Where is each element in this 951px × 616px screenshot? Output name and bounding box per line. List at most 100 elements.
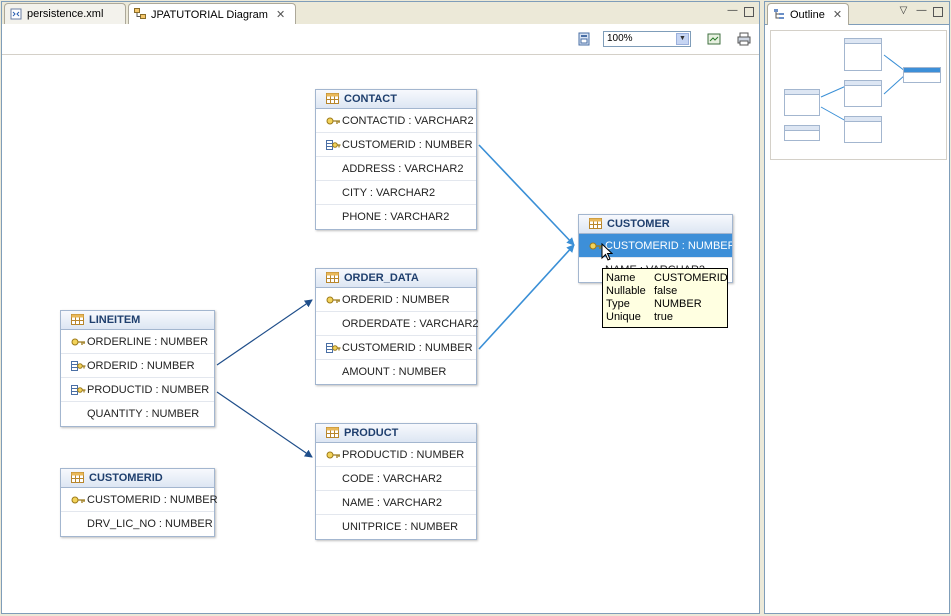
view-menu-icon[interactable]: ▽ <box>899 5 908 16</box>
thumbnail-entity <box>844 116 882 143</box>
close-tab-icon[interactable]: ✕ <box>832 9 843 21</box>
link-orderdata-customer[interactable] <box>478 244 575 350</box>
outline-tab-bar: Outline ✕ ▽ — <box>765 2 949 25</box>
entity-field[interactable]: CONTACTID : VARCHAR2 <box>316 109 476 133</box>
link-lineitem-orderdata[interactable] <box>216 299 313 366</box>
editor-tab-bar: persistence.xml JPATUTORIAL Diagram ✕ — <box>2 2 759 25</box>
thumbnail-entity <box>844 38 882 71</box>
entity-header: CUSTOMERID <box>61 469 214 488</box>
entity-field[interactable]: CUSTOMERID : NUMBER <box>316 336 476 360</box>
entity-field[interactable]: PRODUCTID : NUMBER <box>316 443 476 467</box>
tooltip-value: true <box>654 311 673 323</box>
entity-lineitem[interactable]: LINEITEM ORDERLINE : NUMBER ORDERID : NUM… <box>60 310 215 427</box>
entity-name: CUSTOMER <box>607 218 670 230</box>
tooltip-key: Name <box>606 272 636 284</box>
tooltip-key: Unique <box>606 311 641 323</box>
entity-order-data[interactable]: ORDER_DATA ORDERID : NUMBER ORDERDATE : V… <box>315 268 479 385</box>
tooltip-key: Type <box>606 298 630 310</box>
zoom-select[interactable]: 100% ▼ <box>603 31 691 47</box>
zoom-value: 100% <box>607 33 633 44</box>
save-diagram-icon[interactable] <box>577 32 591 46</box>
tooltip-row: Type NUMBER <box>606 298 727 311</box>
key-icon <box>326 117 340 125</box>
entity-header: LINEITEM <box>61 311 214 330</box>
field-label: ORDERID : NUMBER <box>342 294 450 306</box>
tab-jpatutorial-diagram[interactable]: JPATUTORIAL Diagram ✕ <box>128 3 296 25</box>
outline-icon <box>774 9 784 19</box>
tab-outline[interactable]: Outline ✕ <box>767 3 849 25</box>
chevron-down-icon[interactable]: ▼ <box>676 33 689 45</box>
table-icon <box>589 218 602 229</box>
entity-field[interactable]: UNITPRICE : NUMBER <box>316 515 476 539</box>
entity-field[interactable]: NAME : VARCHAR2 <box>316 491 476 515</box>
tooltip-row: Unique true <box>606 311 727 324</box>
entity-field[interactable]: CUSTOMERID : NUMBER <box>579 234 732 258</box>
thumbnail-entity <box>784 125 820 141</box>
entity-header: ORDER_DATA <box>316 269 476 288</box>
minimize-icon[interactable]: — <box>727 5 738 16</box>
entity-field[interactable]: ORDERID : NUMBER <box>316 288 476 312</box>
field-label: CONTACTID : VARCHAR2 <box>342 115 474 127</box>
close-tab-icon[interactable]: ✕ <box>276 9 286 21</box>
minimize-icon[interactable]: — <box>916 5 927 16</box>
entity-field[interactable]: PHONE : VARCHAR2 <box>316 205 476 229</box>
entity-name: CUSTOMERID <box>89 472 163 484</box>
entity-field[interactable]: CUSTOMERID : NUMBER <box>61 488 218 512</box>
maximize-icon[interactable] <box>933 7 943 17</box>
thumbnail-entity <box>784 89 820 116</box>
field-label: CITY : VARCHAR2 <box>342 187 436 199</box>
entity-field[interactable]: DRV_LIC_NO : NUMBER <box>61 512 214 536</box>
entity-field[interactable]: PRODUCTID : NUMBER <box>61 378 214 402</box>
outline-thumbnail[interactable] <box>770 30 947 160</box>
foreign-key-icon <box>326 343 341 353</box>
tab-label: persistence.xml <box>27 8 104 20</box>
field-label: PRODUCTID : NUMBER <box>87 384 210 396</box>
entity-name: CONTACT <box>344 93 397 105</box>
entity-customerid[interactable]: CUSTOMERID CUSTOMERID : NUMBER DRV_LIC_NO… <box>60 468 218 537</box>
link-lineitem-product[interactable] <box>216 391 313 458</box>
entity-field[interactable]: CUSTOMERID : NUMBER <box>316 133 476 157</box>
table-icon <box>326 427 339 438</box>
field-label: ORDERID : NUMBER <box>87 360 195 372</box>
entity-field[interactable]: AMOUNT : NUMBER <box>316 360 476 384</box>
mouse-cursor-icon <box>601 243 613 261</box>
tooltip-value: CUSTOMERID <box>654 272 728 284</box>
thumbnail-entity-selected <box>903 67 941 83</box>
link-contact-customer[interactable] <box>478 144 575 246</box>
relationship-lines <box>216 144 575 458</box>
diagram-toolbar: 100% ▼ <box>2 24 759 55</box>
entity-field[interactable]: CITY : VARCHAR2 <box>316 181 476 205</box>
entity-field[interactable]: ORDERLINE : NUMBER <box>61 330 214 354</box>
entity-field[interactable]: CODE : VARCHAR2 <box>316 467 476 491</box>
entity-field[interactable]: QUANTITY : NUMBER <box>61 402 214 426</box>
export-image-icon[interactable] <box>707 32 721 46</box>
foreign-key-icon <box>326 140 341 150</box>
print-icon[interactable] <box>737 32 751 46</box>
field-label: CUSTOMERID : NUMBER <box>342 139 473 151</box>
table-icon <box>71 314 84 325</box>
thumbnail-lines <box>820 54 906 122</box>
diagram-icon <box>134 8 146 19</box>
entity-field[interactable]: ORDERID : NUMBER <box>61 354 214 378</box>
field-label: DRV_LIC_NO : NUMBER <box>87 518 213 530</box>
entity-header: CONTACT <box>316 90 476 109</box>
tooltip-value: NUMBER <box>654 298 702 310</box>
field-label: UNITPRICE : NUMBER <box>342 521 459 533</box>
table-icon <box>71 472 84 483</box>
field-label: ORDERDATE : VARCHAR2 <box>342 318 479 330</box>
entity-field[interactable]: ORDERDATE : VARCHAR2 <box>316 312 479 336</box>
tab-persistence-xml[interactable]: persistence.xml <box>4 3 126 24</box>
entity-name: PRODUCT <box>344 427 399 439</box>
key-icon <box>326 451 340 459</box>
maximize-icon[interactable] <box>744 7 754 17</box>
entity-field[interactable]: ADDRESS : VARCHAR2 <box>316 157 476 181</box>
entity-name: ORDER_DATA <box>344 272 419 284</box>
field-label: ADDRESS : VARCHAR2 <box>342 163 464 175</box>
tab-label: JPATUTORIAL Diagram <box>151 9 268 21</box>
field-list: ORDERLINE : NUMBER ORDERID : NUMBER PRODUC… <box>61 330 214 426</box>
